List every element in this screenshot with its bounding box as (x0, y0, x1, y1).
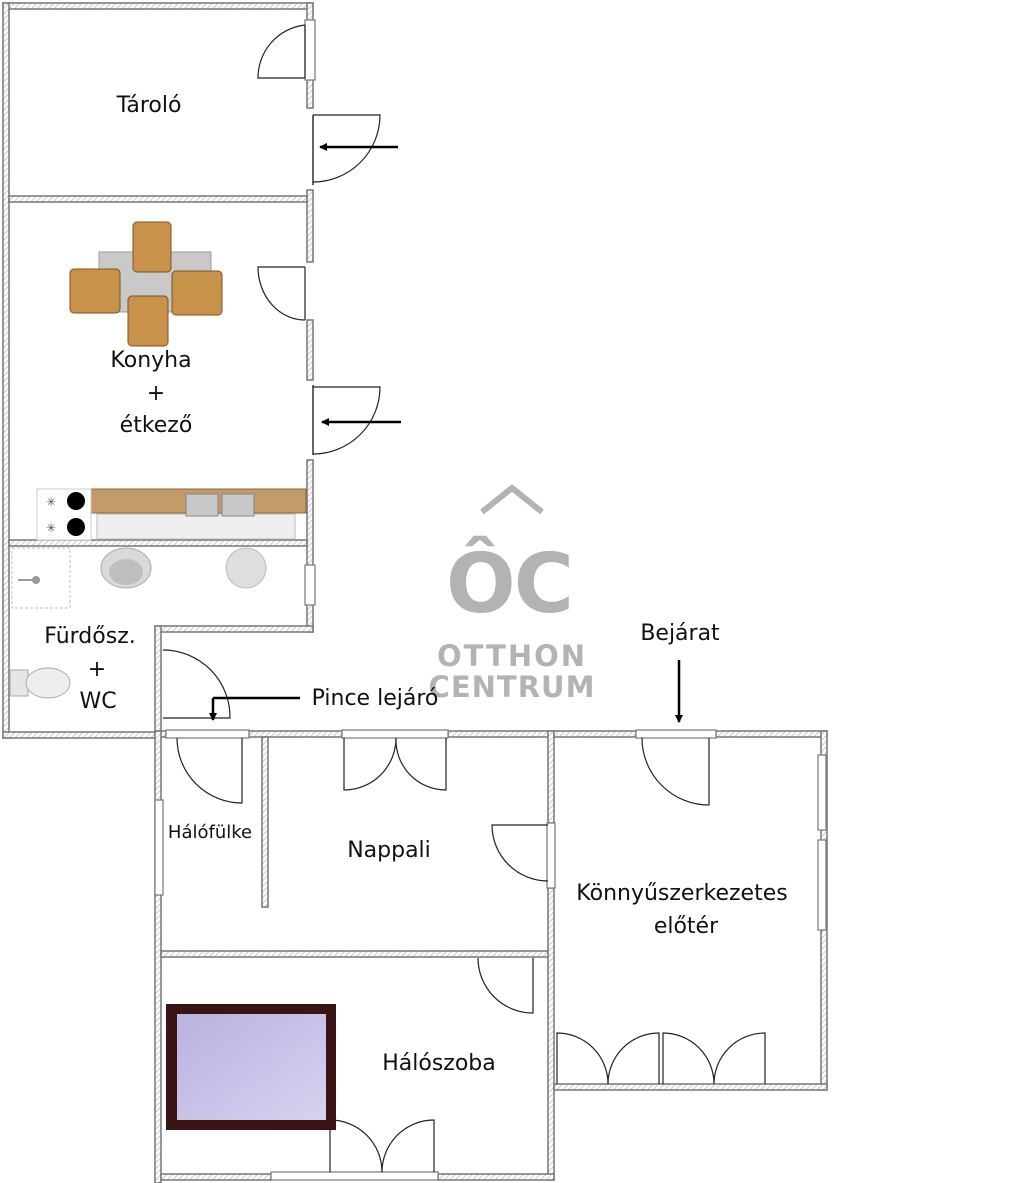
otthon-centrum-logo: ÔC OTTHON CENTRUM (429, 484, 596, 704)
label-living: Nappali (347, 838, 431, 863)
windows (154, 19, 827, 1181)
bed (166, 1004, 336, 1130)
label-kitchen-2: + (147, 381, 165, 406)
doors (162, 24, 766, 1173)
arrows (209, 143, 683, 723)
label-kitchen-3: étkező (120, 413, 193, 438)
bathroom-fixtures (9, 547, 267, 699)
label-cellar: Pince lejáró (312, 686, 439, 711)
label-entrance: Bejárat (640, 621, 720, 646)
svg-text:✳: ✳ (46, 521, 56, 535)
room-labels: Tároló Konyha + étkező Fürdősz. + WC Hál… (44, 93, 787, 1076)
logo-line2: CENTRUM (429, 670, 596, 704)
label-storage: Tároló (116, 93, 182, 118)
label-bath-3: WC (79, 689, 116, 714)
label-hall-2: előtér (654, 914, 719, 939)
svg-text:✳: ✳ (46, 495, 56, 509)
dining-set (69, 221, 223, 347)
kitchen-counter: ✳ ✳ (36, 488, 307, 541)
label-bedroom: Hálószoba (382, 1051, 496, 1076)
logo-mark: ÔC (446, 535, 572, 632)
label-bath-1: Fürdősz. (44, 624, 135, 649)
label-alcove: Hálófülke (168, 822, 252, 843)
label-kitchen-1: Konyha (110, 348, 191, 373)
label-bath-2: + (88, 657, 106, 682)
walls (2, 2, 828, 1183)
logo-line1: OTTHON (437, 639, 587, 673)
label-hall-1: Könnyűszerkezetes (576, 881, 787, 906)
